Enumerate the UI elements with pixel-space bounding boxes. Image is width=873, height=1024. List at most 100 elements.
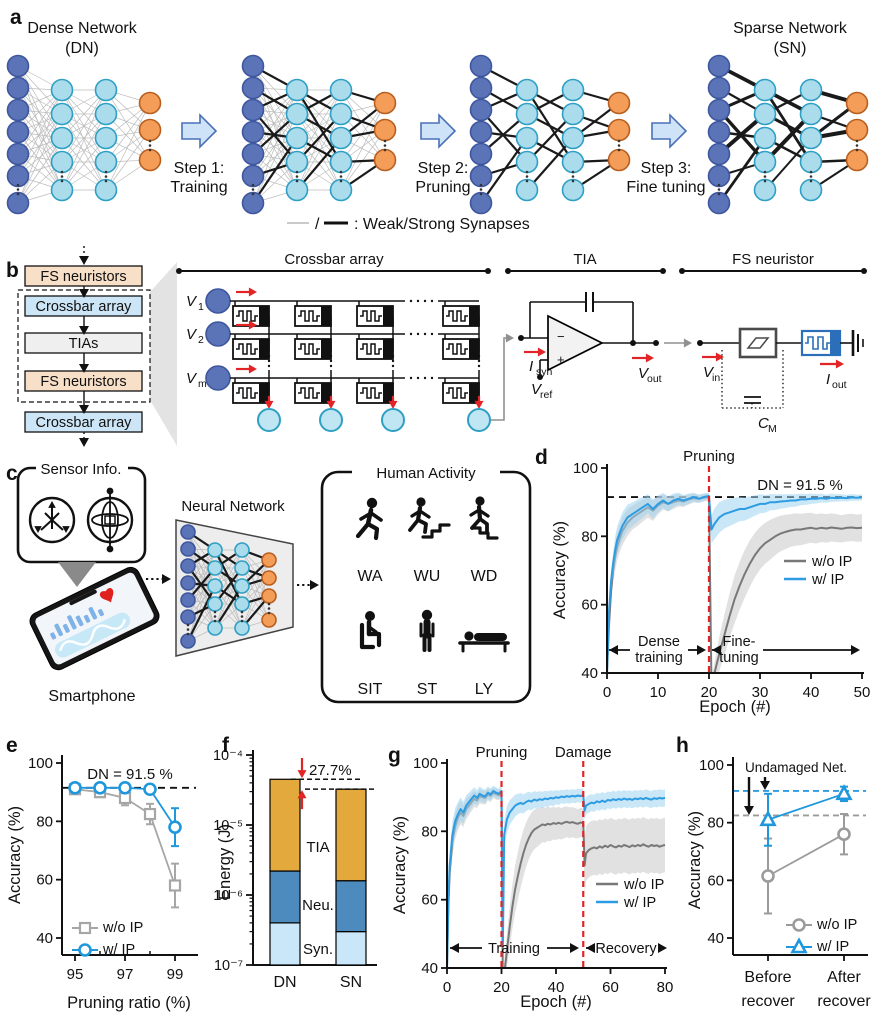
in-neuron xyxy=(469,98,493,122)
memristor-terminal xyxy=(259,383,269,403)
in-neuron xyxy=(180,609,196,625)
series-w/ IP xyxy=(447,785,666,969)
synapse-edge xyxy=(340,89,386,161)
hid-neuron xyxy=(234,542,250,558)
hid-neuron xyxy=(285,178,309,202)
in-neuron xyxy=(6,164,30,188)
nn-title: Neural Network xyxy=(181,498,285,515)
segment-label: Neu. xyxy=(302,897,334,914)
hid-neuron xyxy=(753,178,777,202)
vin-label: V xyxy=(703,364,715,381)
out-neuron xyxy=(261,552,277,568)
memristor-meander xyxy=(298,343,320,355)
hid-neuron xyxy=(94,102,118,126)
panel-c-label: c xyxy=(6,462,18,485)
panel-b: b FS neuristors Crossbar array TIAs FS n… xyxy=(6,246,867,447)
in-neuron xyxy=(180,541,196,557)
activity-label: WA xyxy=(357,568,383,585)
input-neuron xyxy=(205,288,231,314)
cm-label: C xyxy=(758,415,769,432)
hysteresis-glyph xyxy=(746,337,770,349)
out-neuron xyxy=(261,588,277,604)
synapse-edge xyxy=(187,565,216,629)
dense-network-title: Dense Network xyxy=(27,20,137,37)
synapse-edge xyxy=(17,109,63,191)
endpoint-dot xyxy=(485,268,491,274)
y-tick-label: 10⁻⁴ xyxy=(213,748,243,764)
hid-neuron xyxy=(50,126,74,150)
x-tick-label: 0 xyxy=(443,979,451,996)
line xyxy=(51,519,64,531)
wire-dot xyxy=(409,299,413,303)
hid-neuron xyxy=(561,78,585,102)
ellipsis-dot xyxy=(339,170,343,174)
memristor-terminal xyxy=(383,339,393,359)
synapse-edge xyxy=(187,567,216,618)
arrowhead-icon xyxy=(297,770,307,779)
pictogram-stroke xyxy=(369,511,383,522)
callout-tail xyxy=(58,562,96,587)
walking-downstairs-icon xyxy=(469,496,499,540)
iout-sub: out xyxy=(832,379,847,391)
bar xyxy=(88,606,98,620)
neuristor-flowchart: FS neuristors Crossbar array TIAs FS neu… xyxy=(17,246,151,447)
ellipsis-dot xyxy=(240,619,244,623)
opamp-icon xyxy=(547,314,604,372)
activity-label: SIT xyxy=(358,681,383,698)
hid-neuron xyxy=(515,126,539,150)
arrowhead-icon xyxy=(715,352,724,362)
hid-neuron xyxy=(285,102,309,126)
in-neuron xyxy=(6,98,30,122)
flow-box-label: FS neuristors xyxy=(40,374,126,390)
memristor-terminal xyxy=(321,383,331,403)
in-neuron xyxy=(180,633,196,649)
y-tick-label: 60 xyxy=(421,892,438,909)
smartphone-icon xyxy=(29,566,160,671)
circuit-section-headers: Crossbar array TIA FS neuristor xyxy=(284,251,813,268)
y-axis-title: Energy (J) xyxy=(216,824,234,900)
hid-neuron xyxy=(94,150,118,174)
bar xyxy=(54,623,63,637)
synapse-legend-slash: / xyxy=(315,216,320,233)
marker-circle xyxy=(761,869,775,883)
ellipsis-dot xyxy=(251,192,255,196)
uncertainty-band xyxy=(607,492,862,673)
arrowhead-icon xyxy=(760,781,770,790)
hid-neuron xyxy=(50,178,74,202)
walking-icon xyxy=(355,497,383,541)
ellipsis-dot xyxy=(763,170,767,174)
bar-neu xyxy=(335,880,367,933)
in-neuron xyxy=(241,191,265,215)
synapse-edge xyxy=(105,89,151,161)
trained-network-diagram xyxy=(241,54,397,215)
in-neuron xyxy=(707,142,731,166)
phone-to-nn-arrow xyxy=(146,574,171,584)
in-neuron xyxy=(180,558,196,574)
wire-dot xyxy=(477,359,481,363)
pictogram-stroke xyxy=(478,517,489,533)
x-tick-label: 95 xyxy=(67,966,84,983)
ellipsis-dot xyxy=(479,183,483,187)
memristor-meander xyxy=(360,343,382,355)
marker-circle xyxy=(837,827,851,841)
synapse-edge xyxy=(17,113,63,204)
endpoint-dot xyxy=(679,268,685,274)
endpoint-dot xyxy=(505,268,511,274)
arrowhead-icon xyxy=(297,790,307,799)
synapse-edge xyxy=(17,131,63,191)
gyro-axis-dot xyxy=(106,487,114,495)
ellipsis-dot xyxy=(104,179,108,183)
out-neuron xyxy=(607,118,631,142)
marker-circle xyxy=(792,918,806,932)
ellipsis-dot xyxy=(339,179,343,183)
out-neuron xyxy=(138,118,162,142)
vout-label: V xyxy=(638,365,650,382)
ellipsis-dot xyxy=(717,192,721,196)
accuracy-curve xyxy=(607,495,863,674)
output-neuron xyxy=(381,408,405,432)
out-neuron xyxy=(845,148,869,172)
fs-neuristor-circuit xyxy=(664,327,864,409)
ellipsis-dot xyxy=(148,144,152,147)
